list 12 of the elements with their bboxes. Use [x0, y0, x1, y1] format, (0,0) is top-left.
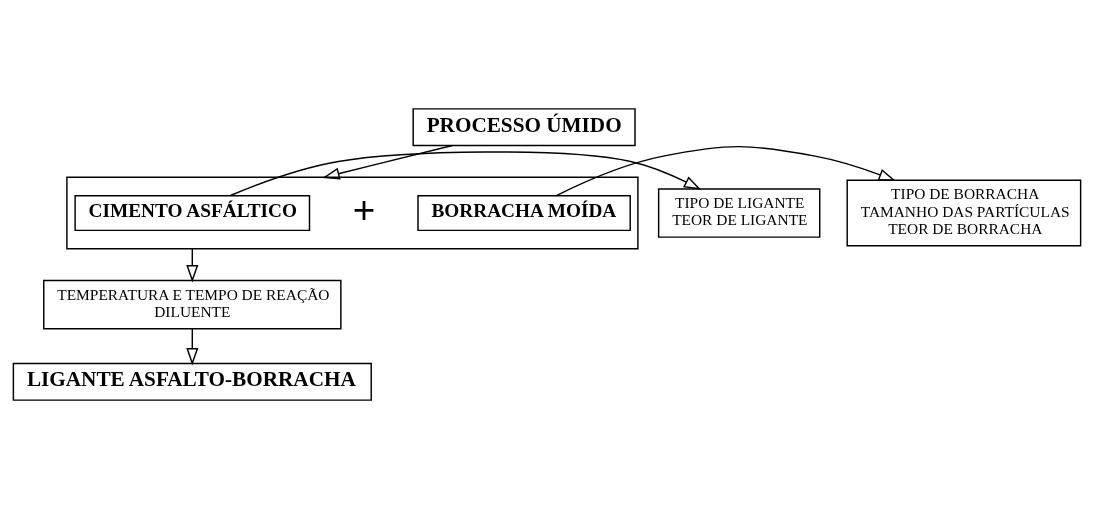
- cluster: [66, 176, 639, 250]
- node-box: TIPO DE LIGANTE TEOR DE LIGANTE: [657, 188, 821, 238]
- node-box: CIMENTO ASFÁLTICO: [74, 194, 311, 232]
- node-box: BORRACHA MOÍDA: [417, 194, 631, 232]
- arrow: [186, 328, 199, 366]
- node-box: PROCESSO ÚMIDO: [412, 108, 636, 147]
- arrow: [322, 144, 454, 180]
- node-box: TEMPERATURA E TEMPO DE REAÇÃO DILUENTE: [43, 279, 342, 330]
- node-box: LIGANTE ASFALTO-BORRACHA: [12, 362, 372, 401]
- label: +: [352, 187, 376, 231]
- arrow: [555, 145, 896, 197]
- node-box: TIPO DE BORRACHA TAMANHO DAS PARTÍCULAS TEOR DE BORRACHA: [846, 179, 1082, 247]
